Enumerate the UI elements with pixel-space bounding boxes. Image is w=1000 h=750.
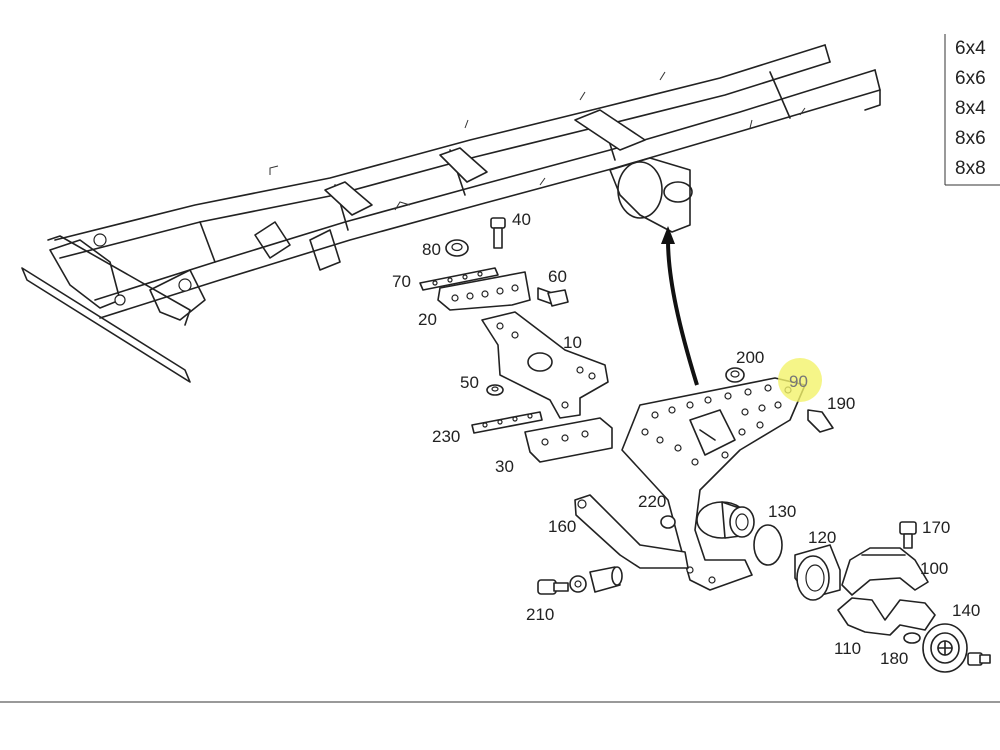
part-120-bushing: [794, 544, 841, 601]
variant-8x6: 8x6: [955, 128, 986, 149]
part-170-bolt: [899, 521, 917, 549]
part-190-bolt: [807, 409, 834, 433]
part-130-seal-ring: [753, 524, 783, 566]
part-160-torque-arm: [574, 494, 689, 569]
chassis-frame: [21, 44, 881, 383]
highlight-marker: [778, 358, 822, 402]
callout-labels: 40 80 70 60 20 10 50 230 30 200 90 190 2…: [392, 210, 980, 668]
part-220-washer: [660, 515, 676, 529]
callout-70: 70: [392, 272, 411, 291]
variant-8x4: 8x4: [955, 98, 986, 119]
callout-220: 220: [638, 492, 666, 511]
part-180-washer: [903, 632, 921, 644]
callout-190: 190: [827, 394, 855, 413]
callout-210: 210: [526, 605, 554, 624]
callout-80: 80: [422, 240, 441, 259]
part-70-plate: [419, 267, 499, 291]
callout-110: 110: [834, 639, 861, 658]
part-20-bracket: [437, 271, 531, 311]
part-40-bolt: [490, 217, 506, 249]
part-30-bracket: [524, 417, 613, 463]
callout-60: 60: [548, 267, 567, 286]
callout-40: 40: [512, 210, 531, 229]
callout-20: 20: [418, 310, 437, 329]
callout-120: 120: [808, 528, 836, 547]
callout-160: 160: [548, 517, 576, 536]
variant-6x6: 6x6: [955, 68, 986, 89]
callout-90: 90: [789, 372, 808, 391]
part-50-nut: [486, 384, 504, 396]
part-110-cap-lower: [837, 597, 936, 636]
callout-180: 180: [880, 649, 908, 668]
part-200-nut: [725, 367, 745, 383]
variant-6x4: 6x4: [955, 38, 986, 59]
part-100-cap-upper: [841, 547, 929, 596]
callout-130: 130: [768, 502, 796, 521]
variant-table: 6x4 6x6 8x4 8x6 8x8: [944, 34, 1000, 186]
variant-8x8: 8x8: [955, 158, 986, 179]
part-140-hub-cap: [922, 623, 991, 673]
callout-230: 230: [432, 427, 460, 446]
callout-200: 200: [736, 348, 764, 367]
callout-140: 140: [952, 601, 980, 620]
callout-170: 170: [922, 518, 950, 537]
part-90-bogie-bracket: [621, 377, 806, 591]
callout-10: 10: [563, 333, 582, 352]
callout-30: 30: [495, 457, 514, 476]
callout-100: 100: [920, 559, 948, 578]
part-10-bracket: [481, 311, 609, 419]
part-210-bolt: [537, 566, 623, 595]
callout-50: 50: [460, 373, 479, 392]
part-230-plate: [471, 411, 543, 434]
part-60-bolt: [537, 287, 569, 307]
assembly-arrow: [661, 226, 699, 386]
part-80-nut: [445, 239, 469, 257]
